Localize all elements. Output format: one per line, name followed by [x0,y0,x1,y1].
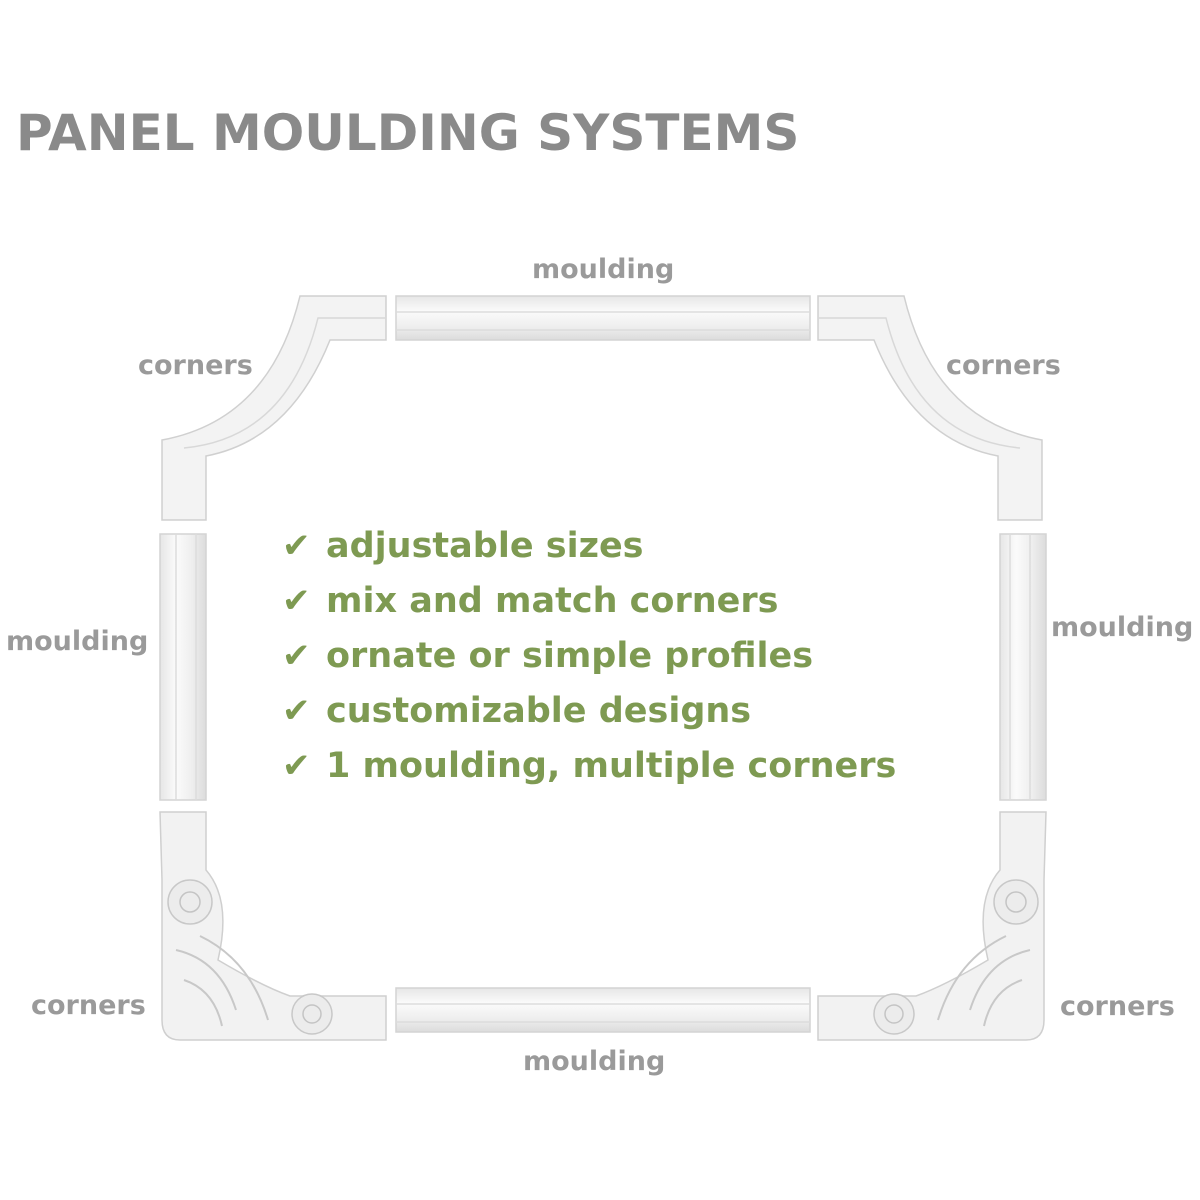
top-left-corner-piece [161,295,387,521]
feature-text: mix and match corners [326,580,779,621]
feature-list: ✔ adjustable sizes ✔ mix and match corners… [282,518,896,793]
feature-text: adjustable sizes [326,525,644,566]
bottom-left-corner-piece [159,811,387,1041]
bottom-right-corner-piece [817,811,1047,1041]
right-moulding-label: moulding [1051,612,1194,643]
top-right-corners-label: corners [946,350,1061,381]
check-icon: ✔ [282,635,311,676]
left-moulding-piece [159,533,207,801]
feature-text: customizable designs [326,690,752,731]
bottom-moulding-label: moulding [523,1046,666,1077]
top-left-corners-label: corners [138,350,253,381]
top-right-corner-piece [817,295,1043,521]
page-title: PANEL MOULDING SYSTEMS [16,104,800,162]
top-moulding-label: moulding [532,254,675,285]
feature-item: ✔ customizable designs [282,683,896,738]
bottom-moulding-piece [395,987,811,1033]
right-moulding-piece [999,533,1047,801]
check-icon: ✔ [282,745,311,786]
feature-item: ✔ mix and match corners [282,573,896,628]
bottom-left-corners-label: corners [31,990,146,1021]
top-moulding-piece [395,295,811,341]
left-moulding-label: moulding [6,626,149,657]
bottom-right-corners-label: corners [1060,991,1175,1022]
feature-item: ✔ 1 moulding, multiple corners [282,738,896,793]
feature-text: ornate or simple profiles [326,635,814,676]
check-icon: ✔ [282,525,311,566]
check-icon: ✔ [282,690,311,731]
feature-item: ✔ ornate or simple profiles [282,628,896,683]
feature-item: ✔ adjustable sizes [282,518,896,573]
feature-text: 1 moulding, multiple corners [326,745,897,786]
check-icon: ✔ [282,580,311,621]
